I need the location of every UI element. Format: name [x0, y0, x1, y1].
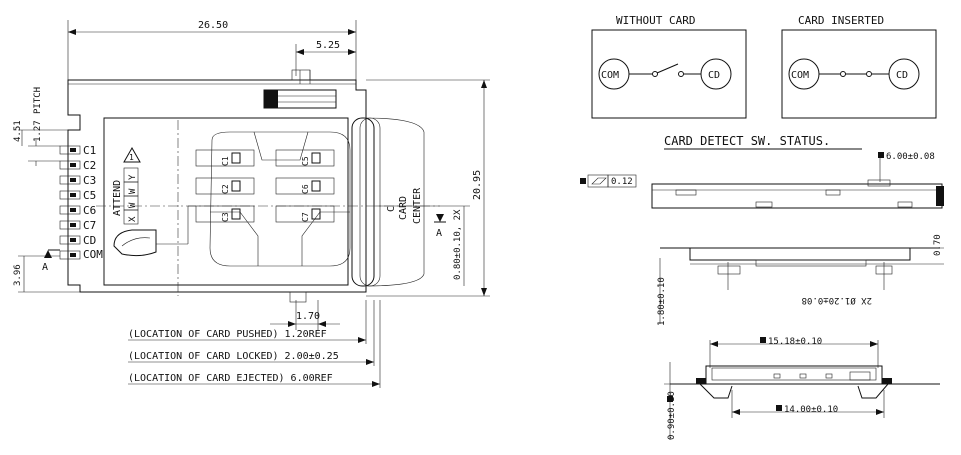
location-pushed: (LOCATION OF CARD PUSHED) 1.20REF: [128, 329, 327, 340]
marking: 1 Y W W X ATTEND: [112, 146, 141, 225]
card-outline: [103, 117, 349, 286]
pitch-top-dim: 4.51: [13, 120, 23, 142]
pin-leads: [59, 145, 81, 260]
date-code-w2: W: [128, 202, 138, 208]
center-dim: 0.80±0.10, 2X: [453, 209, 463, 280]
dim-090: 0.90±0.10: [667, 391, 677, 440]
flatness-dim: 0.12: [611, 177, 633, 187]
connector-outline: [67, 79, 367, 293]
warning-triangle-icon: [123, 146, 141, 163]
side-height-dim: 6.00±0.08: [886, 152, 935, 162]
bottom-dim: 1.70: [296, 311, 320, 322]
width-dim: 26.50: [198, 20, 228, 31]
bottom-offset-dim: 3.96: [13, 264, 23, 286]
pin-labels: C1 C2 C3 C5 C6 C7 CD COM: [83, 144, 103, 261]
dim-070: 0.70: [933, 234, 943, 256]
hole-dim: 2X Ø1.20±0.08: [802, 295, 872, 306]
without-cd: CD: [708, 70, 720, 81]
pad-label-c3: C3: [221, 212, 230, 222]
date-code-x: X: [128, 216, 138, 222]
card-center-2: CENTER: [412, 187, 423, 224]
dim-180: 1.80±0.10: [657, 277, 667, 326]
without-com: COM: [601, 70, 619, 81]
pin-c7: C7: [83, 219, 96, 232]
side-view: 6.00±0.08 0.12: [580, 152, 944, 209]
centerline-mark: C: [386, 206, 397, 212]
pin-c6: C6: [83, 204, 96, 217]
pin-cd: CD: [83, 234, 96, 247]
card-inserted-label: CARD INSERTED: [798, 14, 884, 27]
pitch-label: PITCH: [33, 87, 43, 114]
pin-com: COM: [83, 248, 103, 261]
inserted-com: COM: [791, 70, 809, 81]
date-code-w1: W: [128, 188, 138, 194]
contact-pads: C1 C2 C3 C5 C6 C7: [195, 149, 335, 223]
attend-label: ATTEND: [112, 180, 123, 216]
section-a-left: A: [42, 262, 48, 273]
offset-dim: 5.25: [316, 40, 340, 51]
pad-label-c5: C5: [301, 156, 310, 166]
location-ejected: (LOCATION OF CARD EJECTED) 6.00REF: [128, 373, 333, 384]
card-center-1: CARD: [398, 196, 409, 220]
pad-label-c2: C2: [221, 184, 230, 194]
pitch-value: 1.27: [33, 120, 43, 142]
note-number: 1: [129, 153, 134, 162]
pad-label-c7: C7: [301, 212, 310, 222]
pin-c5: C5: [83, 189, 96, 202]
latch-spring: [263, 89, 337, 109]
switch-status-title: CARD DETECT SW. STATUS.: [664, 134, 830, 148]
front-view: 15.18±0.10 14.00±0.10 0.90±0.10: [664, 337, 940, 440]
pin-c2: C2: [83, 159, 96, 172]
section-a-right: A: [436, 228, 442, 239]
pad-label-c6: C6: [301, 184, 310, 194]
switch-status: WITHOUT CARD COM CD CARD INSERTED COM CD…: [591, 14, 937, 150]
dim-1518: 15.18±0.10: [768, 337, 822, 347]
section-view: 0.70 2X Ø1.20±0.08 1.80±0.10: [657, 234, 944, 326]
dim-1400: 14.00±0.10: [784, 405, 838, 415]
height-dim: 20.95: [472, 170, 483, 200]
pad-label-c1: C1: [221, 156, 230, 166]
pin-c3: C3: [83, 174, 96, 187]
without-card-label: WITHOUT CARD: [616, 14, 695, 27]
date-code-y: Y: [128, 174, 138, 180]
inserted-cd: CD: [896, 70, 908, 81]
location-locked: (LOCATION OF CARD LOCKED) 2.00±0.25: [128, 351, 339, 362]
top-view: 26.50 5.25: [13, 20, 490, 388]
pin-c1: C1: [83, 144, 96, 157]
